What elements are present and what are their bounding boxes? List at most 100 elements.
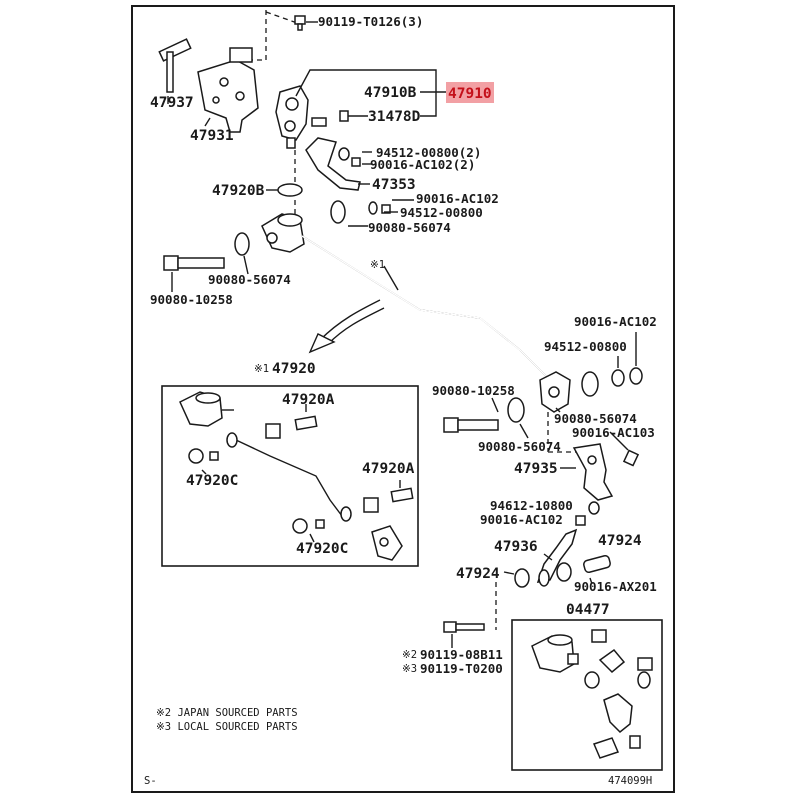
part-number-label: 90016-AC103 [572,425,655,440]
part-number-label: 47920C [296,541,348,557]
link-rod-icon [536,528,578,587]
callout-arrow [327,307,385,345]
leader-line [309,533,315,543]
part-number-label: 47924 [598,533,642,549]
nut-icon [567,653,579,665]
corner-mark: S- [144,775,157,787]
part-number-label: 90016-AC102 [480,512,563,527]
part-number-label: 90016-AC102 [416,191,499,206]
highlight-box [446,82,494,103]
washer-icon [340,506,352,522]
gasket-icon [581,371,599,397]
part-number-label: 90080-10258 [150,292,233,307]
nut-icon [209,451,219,461]
drawing-number: 474099H [608,775,652,787]
bolt-icon [294,15,306,31]
inset-04477-box [511,619,663,771]
gasket-icon [507,397,525,423]
valve-assembly-icon [275,85,309,149]
washer-icon [611,369,625,387]
legend-note: ※2 JAPAN SOURCED PARTS [156,707,298,719]
washer-icon [637,671,651,689]
part-number-label: 47910B [364,85,417,101]
note-marker: ※2 [402,649,417,661]
nut-icon [381,204,391,214]
bracket-icon [197,47,259,133]
union-fitting-icon [179,391,223,427]
collar-icon [583,554,611,574]
nut-icon [315,519,325,529]
washer-icon [338,147,361,167]
washer-icon [588,501,600,515]
part-number-label: 90119-T0126(3) [318,14,423,29]
washer-icon [226,432,238,448]
part-number-label: 90016-AC102(2) [370,157,475,172]
leader-line [609,431,629,451]
nut-icon [637,657,653,671]
sensor-bracket-icon [603,693,633,734]
part-number-label: 31478D [368,109,421,125]
nut-icon [629,735,641,749]
leader-line [383,265,399,291]
part-number-label: 47920B [212,183,265,199]
gasket-icon [234,232,250,256]
brake-pipe [301,235,551,381]
nut-icon [575,515,586,526]
part-number-label: 47920C [186,473,238,489]
part-number-label: 47353 [372,177,416,193]
leader-line [491,397,499,413]
part-number-label: 90119-08B11 [420,647,503,662]
part-number-label: 47937 [150,95,194,111]
inset-title: 47920 [272,361,316,377]
part-number-label: 90080-56074 [368,220,451,235]
leader-line [201,469,207,475]
link-rod-icon [592,737,620,759]
arrow-head [308,333,336,354]
nut-icon [629,367,643,385]
note-marker: ※1 [370,259,385,271]
bushing-icon [598,648,626,674]
part-number-label: 90080-56074 [554,411,637,426]
part-number-label: 47931 [190,128,234,144]
part-number-label: 47924 [456,566,500,582]
part-number-label: 94612-10800 [490,498,573,513]
leader-bracket [295,69,437,117]
part-number-label: 47920A [362,461,415,477]
connector-icon [371,525,403,561]
washer-icon [292,518,308,534]
union-fitting-icon [261,213,305,253]
pin-icon [294,415,318,431]
part-number-label: 90080-56074 [208,272,291,287]
plug-icon [311,110,349,127]
union-bolt-icon [163,255,225,271]
nut-icon [591,629,607,643]
inset-47920-box [161,385,419,567]
union-bolt-icon [443,417,499,433]
washer-icon [368,201,378,215]
nut-icon [363,497,379,513]
part-number-label: 94512-00800 [400,205,483,220]
leader-line [589,577,593,585]
diagram-frame [131,5,675,793]
part-number-label: 90016-AC102 [574,314,657,329]
gasket-icon [330,200,346,224]
callout-arrow [319,299,381,341]
part-number-label: 90119-T0200 [420,661,503,676]
part-number-label: 47920A [282,392,335,408]
nut-icon [265,423,281,439]
part-number-label: 47935 [514,461,558,477]
part-number-label: 94512-00800 [544,339,627,354]
leader-line [555,407,561,413]
highlighted-part-number[interactable]: 47910 [448,86,492,102]
part-number-label: 90016-AX201 [574,579,657,594]
leader-line [543,553,553,561]
washer-icon [584,671,600,689]
bushing-icon [556,562,572,582]
part-number-label: 94512-00800(2) [376,145,481,160]
washer-icon [188,448,204,464]
leader-line [503,571,515,575]
part-number-label: 90080-10258 [432,383,515,398]
pin-icon [390,487,414,503]
